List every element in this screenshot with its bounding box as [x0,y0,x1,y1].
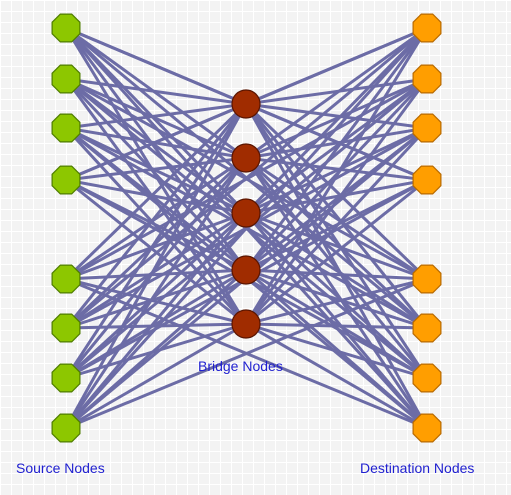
edge-bridge-4-destination-6 [244,268,429,330]
destination-node-3 [412,113,442,143]
edge-bridge-1-destination-2 [244,77,429,106]
source-node-8 [51,413,81,443]
destination-nodes-label: Destination Nodes [360,460,475,476]
edge-source-5-bridge-5 [64,277,248,326]
edge-bridge-3-destination-6 [244,211,429,330]
edge-source-8-destination-1 [64,26,429,430]
destination-node-7 [412,363,442,393]
edge-source-2-bridge-2 [64,77,248,160]
bridge-node-3 [231,198,261,228]
destination-node-8 [412,413,442,443]
edge-source-7-bridge-1 [64,102,248,380]
source-node-3 [51,113,81,143]
edge-bridge-3-destination-8 [244,211,429,430]
destination-node-2 [412,64,442,94]
bridge-node-1 [231,89,261,119]
destination-node-6 [412,313,442,343]
source-node-4 [51,165,81,195]
source-node-1 [51,13,81,43]
edge-bridge-4-destination-5 [244,268,429,281]
nodes [51,13,442,443]
edge-source-3-bridge-1 [64,102,248,130]
edge-source-4-bridge-3 [64,178,248,215]
destination-node-4 [412,165,442,195]
edge-bridge-1-destination-5 [244,102,429,281]
edge-source-5-bridge-4 [64,268,248,281]
bridge-node-2 [231,143,261,173]
destination-node-5 [412,264,442,294]
edge-source-2-bridge-4 [64,77,248,272]
bridge-node-4 [231,255,261,285]
edge-bridge-2-destination-5 [244,156,429,281]
source-node-6 [51,313,81,343]
bridge-nodes-label: Bridge Nodes [198,358,283,374]
edge-bridge-2-destination-2 [244,77,429,160]
edge-source-7-bridge-5 [64,322,248,380]
source-node-7 [51,363,81,393]
edge-source-5-bridge-3 [64,211,248,281]
edge-bridge-1-destination-7 [244,102,429,380]
edge-bridge-1-destination-8 [244,102,429,430]
edge-source-8-bridge-3 [64,211,248,430]
edge-source-1-bridge-4 [64,26,248,272]
edge-source-5-bridge-2 [64,156,248,281]
edge-bridge-4-destination-2 [244,77,429,272]
source-node-5 [51,264,81,294]
edge-source-6-bridge-5 [64,322,248,330]
edge-source-2-bridge-1 [64,77,248,106]
edge-source-2-bridge-3 [64,77,248,215]
edges [64,26,429,430]
edge-bridge-3-destination-4 [244,178,429,215]
source-node-2 [51,64,81,94]
edge-source-6-bridge-4 [64,268,248,330]
edge-bridge-1-destination-3 [244,102,429,130]
source-nodes-label: Source Nodes [16,460,105,476]
edge-source-1-bridge-3 [64,26,248,215]
edge-bridge-3-destination-5 [244,211,429,281]
bridge-node-5 [231,309,261,339]
edge-source-5-bridge-1 [64,102,248,281]
edge-bridge-3-destination-2 [244,77,429,215]
edge-source-6-bridge-3 [64,211,248,330]
edge-bridge-3-destination-1 [244,26,429,215]
edge-bridge-4-destination-1 [244,26,429,272]
edge-source-8-bridge-1 [64,102,248,430]
edge-source-8-destination-5 [64,277,429,430]
destination-node-1 [412,13,442,43]
edge-source-6-destination-1 [64,26,429,330]
